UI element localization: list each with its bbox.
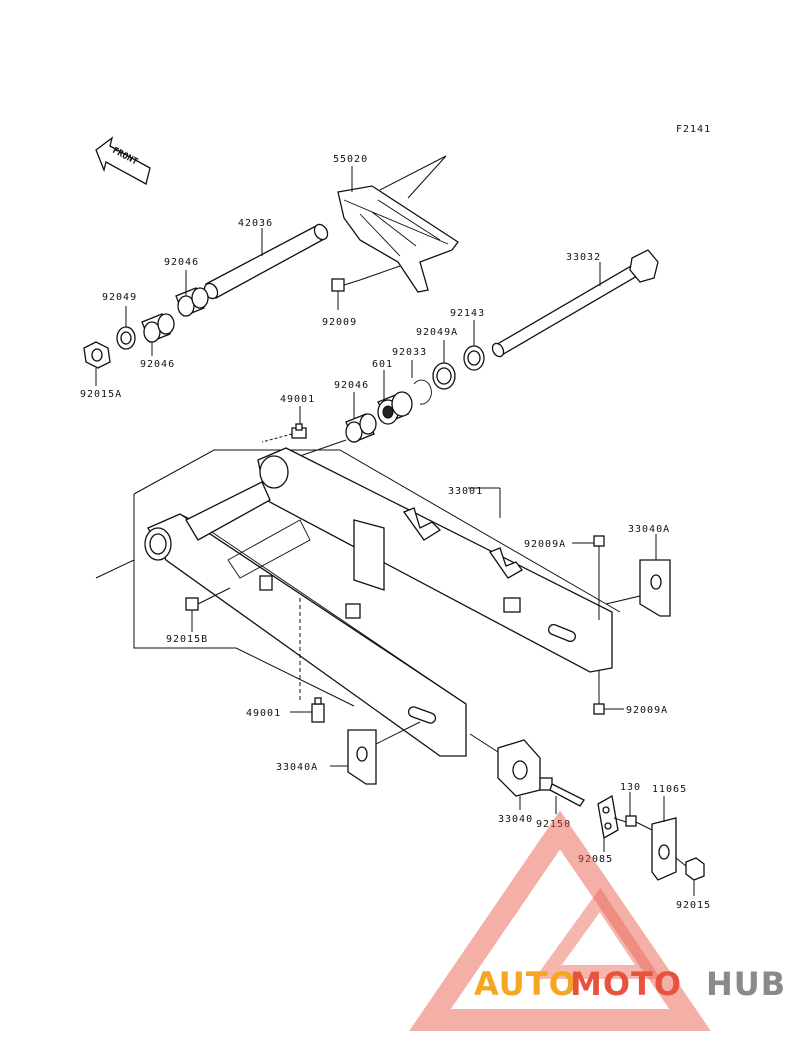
bolt-130-part xyxy=(613,792,637,827)
ball-bearing-601-part xyxy=(377,370,413,425)
bolt-92009a-top-part xyxy=(572,535,605,620)
grease-nipple-lower-part xyxy=(290,697,325,723)
needle-bearing-left-part xyxy=(141,313,175,356)
part-label-92085: 92085 xyxy=(578,854,613,865)
part-label-601: 601 xyxy=(372,359,393,370)
part-label-92046-upper: 92046 xyxy=(164,257,199,268)
swingarm-part xyxy=(95,447,621,757)
nut-92015a-part xyxy=(83,341,111,386)
part-label-33040a-right: 33040A xyxy=(628,524,670,535)
nut-92015-part xyxy=(675,857,705,896)
part-label-92009a-top: 92009A xyxy=(524,539,566,550)
part-label-92015b: 92015B xyxy=(166,634,208,645)
adjuster-plate-left-part xyxy=(330,721,421,785)
watermark-hub: HUB xyxy=(706,965,786,1003)
needle-bearing-center-part xyxy=(299,392,377,457)
part-label-42036: 42036 xyxy=(238,218,273,229)
part-label-92049: 92049 xyxy=(102,292,137,303)
part-label-55020: 55020 xyxy=(333,154,368,165)
part-label-92015a: 92015A xyxy=(80,389,122,400)
part-label-92009a-bottom: 92009A xyxy=(626,705,668,716)
chain-adjuster-33040-part xyxy=(469,733,541,810)
part-label-92049a: 92049A xyxy=(416,327,458,338)
bolt-92150-part xyxy=(539,777,585,814)
part-label-33040: 33040 xyxy=(498,814,533,825)
part-label-49001-lower: 49001 xyxy=(246,708,281,719)
collar-92049-part xyxy=(116,306,136,350)
part-label-92009: 92009 xyxy=(322,317,357,328)
part-label-92150: 92150 xyxy=(536,819,571,830)
adjuster-plate-right-part xyxy=(605,534,671,617)
block-11065-part xyxy=(635,796,677,881)
part-label-49001-upper: 49001 xyxy=(280,394,315,405)
circlip-92033-part xyxy=(411,360,432,405)
part-label-92033: 92033 xyxy=(392,347,427,358)
part-label-33040a-left: 33040A xyxy=(276,762,318,773)
part-label-92143: 92143 xyxy=(450,308,485,319)
part-label-92046-center: 92046 xyxy=(334,380,369,391)
needle-bearing-upper-part xyxy=(175,270,209,317)
part-label-33032: 33032 xyxy=(566,252,601,263)
pivot-shaft-part xyxy=(491,249,659,358)
seal-92049a-part xyxy=(432,340,456,390)
part-label-92015: 92015 xyxy=(676,900,711,911)
part-label-11065: 11065 xyxy=(652,784,687,795)
pivot-sleeve-part xyxy=(203,223,329,300)
part-label-130: 130 xyxy=(620,782,641,793)
bolt-92015b-part xyxy=(185,587,231,632)
watermark-moto: MOTO xyxy=(570,965,682,1003)
collar-92143-part xyxy=(463,320,485,371)
bolt-92009a-bottom-part xyxy=(593,670,624,715)
grease-nipple-upper-part xyxy=(261,406,307,443)
chain-guide-part xyxy=(337,155,459,293)
front-arrow-icon: FRONT xyxy=(95,136,151,185)
watermark-logo xyxy=(409,810,711,1031)
watermark-auto: AUTO xyxy=(474,965,577,1003)
part-label-33001: 33001 xyxy=(448,486,483,497)
figure-code: F2141 xyxy=(676,124,711,135)
bolt-92009-icon xyxy=(331,265,401,310)
part-label-92046-left: 92046 xyxy=(140,359,175,370)
plate-92085-part xyxy=(597,794,619,852)
